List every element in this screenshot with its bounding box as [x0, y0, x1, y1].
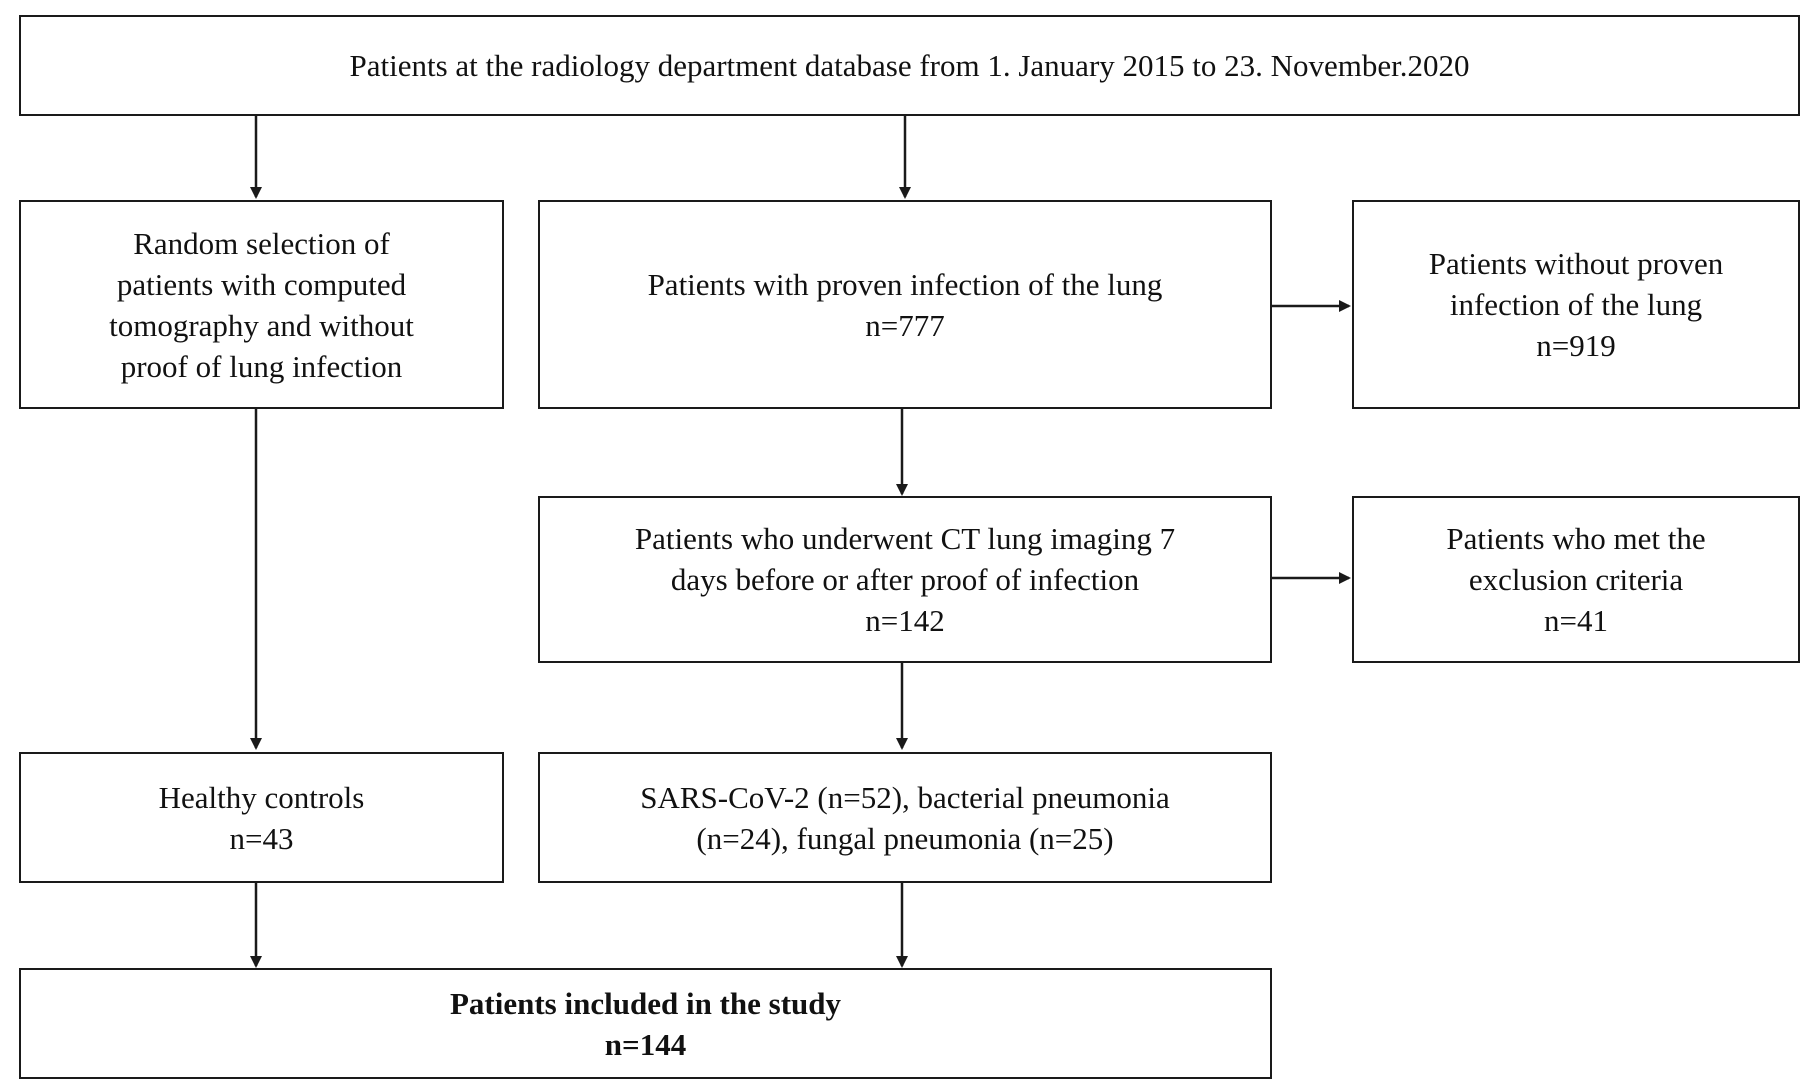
node-without-proven-line-1: Patients without proven — [1428, 246, 1724, 281]
node-included-line-2: n=144 — [604, 1026, 687, 1062]
node-exclusion: Patients who met the exclusion criteria … — [1352, 496, 1800, 663]
node-proven-infection-line-1: Patients with proven infection of the lu… — [647, 266, 1163, 302]
node-exclusion-line-2: exclusion criteria — [1468, 562, 1684, 597]
node-random-selection-line-1: Random selection of — [133, 225, 390, 261]
node-without-proven-line-2: infection of the lung — [1449, 287, 1703, 322]
node-random-selection-line-4: proof of lung infection — [120, 348, 403, 384]
node-random-selection: Random selection of patients with comput… — [19, 200, 504, 409]
node-ct-imaging: Patients who underwent CT lung imaging 7… — [538, 496, 1272, 663]
node-proven-infection-line-2: n=777 — [865, 307, 945, 343]
node-exclusion-line-3: n=41 — [1544, 603, 1608, 638]
node-random-selection-line-2: patients with computed — [116, 266, 407, 302]
node-pathogen-groups-line-1: SARS-CoV-2 (n=52), bacterial pneumonia — [640, 779, 1170, 815]
node-included-line-1: Patients included in the study — [449, 985, 841, 1021]
node-proven-infection: Patients with proven infection of the lu… — [538, 200, 1272, 409]
node-without-proven-line-3: n=919 — [1536, 328, 1616, 363]
node-ct-imaging-line-2: days before or after proof of infection — [670, 562, 1140, 597]
node-ct-imaging-line-1: Patients who underwent CT lung imaging 7 — [634, 521, 1176, 556]
node-included: Patients included in the study n=144 — [19, 968, 1272, 1079]
node-pathogen-groups-line-2: (n=24), fungal pneumonia (n=25) — [696, 820, 1114, 856]
node-exclusion-line-1: Patients who met the — [1446, 521, 1706, 556]
node-healthy-controls-line-2: n=43 — [229, 820, 294, 856]
node-database-line-1: Patients at the radiology department dat… — [349, 48, 1470, 83]
node-database: Patients at the radiology department dat… — [19, 15, 1800, 116]
node-ct-imaging-line-3: n=142 — [865, 603, 945, 638]
node-healthy-controls: Healthy controls n=43 — [19, 752, 504, 883]
node-random-selection-line-3: tomography and without — [109, 307, 414, 343]
node-without-proven: Patients without proven infection of the… — [1352, 200, 1800, 409]
node-pathogen-groups: SARS-CoV-2 (n=52), bacterial pneumonia (… — [538, 752, 1272, 883]
node-healthy-controls-line-1: Healthy controls — [158, 779, 365, 815]
